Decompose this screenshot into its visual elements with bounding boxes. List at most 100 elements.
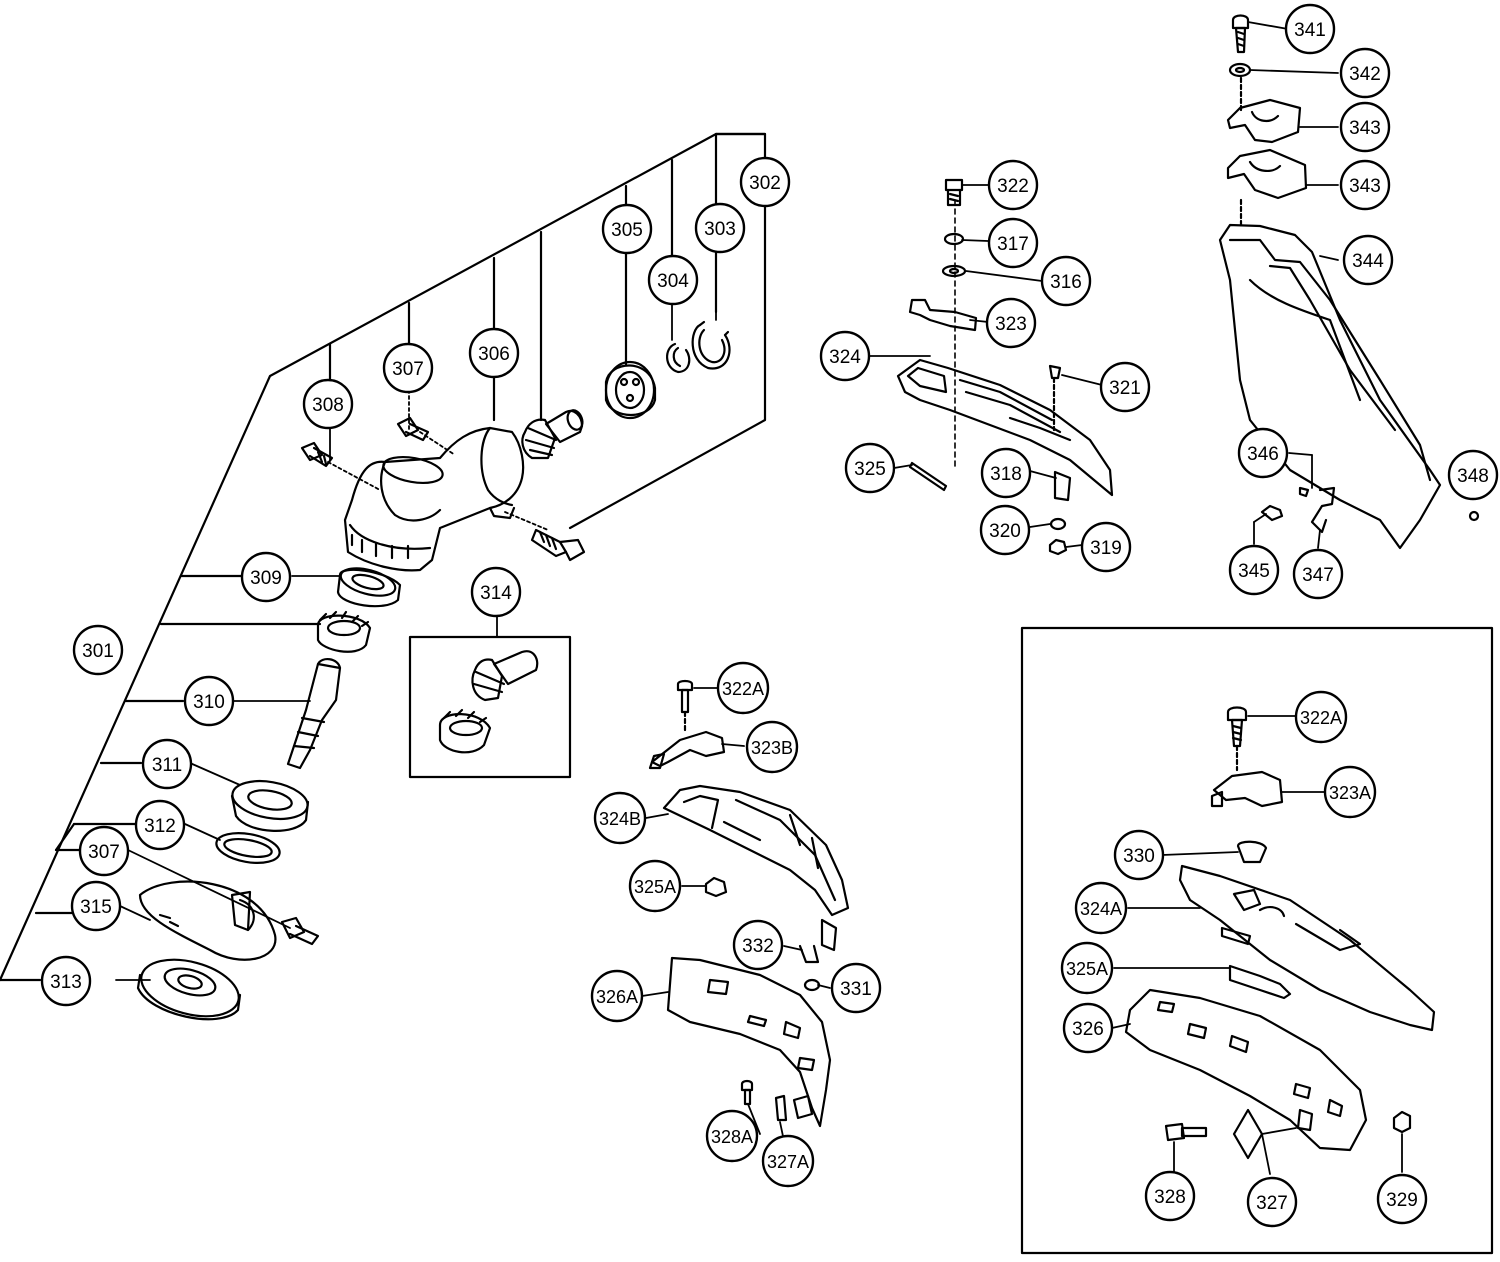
- callout-circle: [1228, 544, 1280, 596]
- callout-320: 320: [979, 504, 1031, 556]
- callout-321: 321: [1099, 361, 1151, 413]
- callout-circle: [1074, 881, 1128, 935]
- callout-325a: 325A: [1060, 941, 1114, 995]
- callout-label: 344: [1352, 251, 1384, 272]
- callout-label: 320: [989, 521, 1021, 542]
- callout-323b: 323B: [745, 720, 799, 774]
- callout-label: 308: [312, 395, 344, 416]
- guard-bottom-leaders: [641, 687, 831, 1161]
- callout-circle: [302, 378, 354, 430]
- callout-label: 324B: [599, 809, 641, 829]
- callout-311: 311: [141, 738, 193, 790]
- callout-circle: [1060, 941, 1114, 995]
- callout-label: 304: [657, 271, 689, 292]
- callout-circle: [1246, 1176, 1298, 1228]
- callout-circle: [468, 327, 520, 379]
- callout-label: 326: [1072, 1019, 1104, 1040]
- callout-305: 305: [601, 203, 653, 255]
- callout-circle: [819, 330, 871, 382]
- callout-label: 329: [1386, 1190, 1418, 1211]
- callout-304: 304: [647, 254, 699, 306]
- callout-label: 301: [82, 641, 114, 662]
- callout-circle: [1339, 47, 1391, 99]
- callout-circle: [979, 504, 1031, 556]
- guard-assembly-right: [1218, 14, 1480, 550]
- callout-circle: [70, 880, 122, 932]
- callout-circle: [987, 159, 1039, 211]
- callout-circle: [593, 791, 647, 845]
- callout-circle: [1080, 521, 1132, 573]
- callout-label: 307: [88, 842, 120, 863]
- callout-circle: [987, 217, 1039, 269]
- callout-315: 315: [70, 880, 122, 932]
- callout-347: 347: [1292, 548, 1344, 600]
- cup-313: [136, 958, 242, 1021]
- callout-324: 324: [819, 330, 871, 382]
- callout-circle: [78, 825, 130, 877]
- callout-circle: [240, 551, 292, 603]
- callout-circle: [72, 624, 124, 676]
- callout-322: 322: [987, 159, 1039, 211]
- snap-ring-312: [215, 832, 281, 864]
- callout-301: 301: [72, 624, 124, 676]
- bevel-gear-ring: [316, 610, 372, 653]
- callout-332: 332: [732, 919, 784, 971]
- callout-label: 309: [250, 568, 282, 589]
- callout-circle: [40, 955, 92, 1007]
- callout-313: 313: [40, 955, 92, 1007]
- callout-label: 319: [1090, 538, 1122, 559]
- callout-circle: [761, 1134, 815, 1188]
- callout-circle: [590, 969, 644, 1023]
- callout-327: 327: [1246, 1176, 1298, 1228]
- callout-label: 305: [611, 220, 643, 241]
- callout-328a: 328A: [705, 1109, 759, 1163]
- callout-circle: [1294, 690, 1348, 744]
- callout-circle: [1237, 427, 1289, 479]
- callout-circle: [382, 342, 434, 394]
- bolt-307-top: [396, 416, 430, 442]
- callout-331: 331: [830, 962, 882, 1014]
- callout-label: 343: [1349, 118, 1381, 139]
- callout-label: 328A: [711, 1127, 753, 1147]
- callout-324a: 324A: [1074, 881, 1128, 935]
- alt-guard-leaders: [1111, 715, 1403, 1175]
- callout-345: 345: [1228, 544, 1280, 596]
- callout-312: 312: [134, 799, 186, 851]
- callout-label: 326A: [596, 987, 638, 1007]
- callout-label: 310: [193, 692, 225, 713]
- callout-circle: [1292, 548, 1344, 600]
- callout-303: 303: [694, 202, 746, 254]
- callout-circle: [183, 675, 235, 727]
- guard-assembly-top: [896, 178, 1114, 556]
- callout-label: 327: [1256, 1193, 1288, 1214]
- callout-325: 325: [844, 442, 896, 494]
- callout-label: 316: [1050, 272, 1082, 293]
- callout-circle: [1342, 234, 1394, 286]
- callout-341: 341: [1284, 3, 1336, 55]
- callout-309: 309: [240, 551, 292, 603]
- bolt-308: [300, 441, 334, 468]
- bolt-302: [530, 528, 586, 562]
- callout-326a: 326A: [590, 969, 644, 1023]
- callout-325a: 325A: [628, 859, 682, 913]
- shaft-310: [286, 658, 342, 770]
- callout-label: 327A: [767, 1152, 809, 1172]
- callout-circle: [628, 859, 682, 913]
- callout-343: 343: [1339, 159, 1391, 211]
- callout-circle: [694, 202, 746, 254]
- callout-310: 310: [183, 675, 235, 727]
- callout-label: 325A: [634, 877, 676, 897]
- callout-344: 344: [1342, 234, 1394, 286]
- callout-circle: [1339, 101, 1391, 153]
- callout-circle: [601, 203, 653, 255]
- bevel-gear-pinion: [521, 409, 584, 460]
- callout-343: 343: [1339, 101, 1391, 153]
- callout-label: 322: [997, 176, 1029, 197]
- callout-circle: [647, 254, 699, 306]
- gear-set-box: [408, 635, 572, 779]
- gear-housing: [343, 426, 525, 572]
- callout-label: 306: [478, 344, 510, 365]
- callout-circle: [134, 799, 186, 851]
- callout-label: 323: [995, 314, 1027, 335]
